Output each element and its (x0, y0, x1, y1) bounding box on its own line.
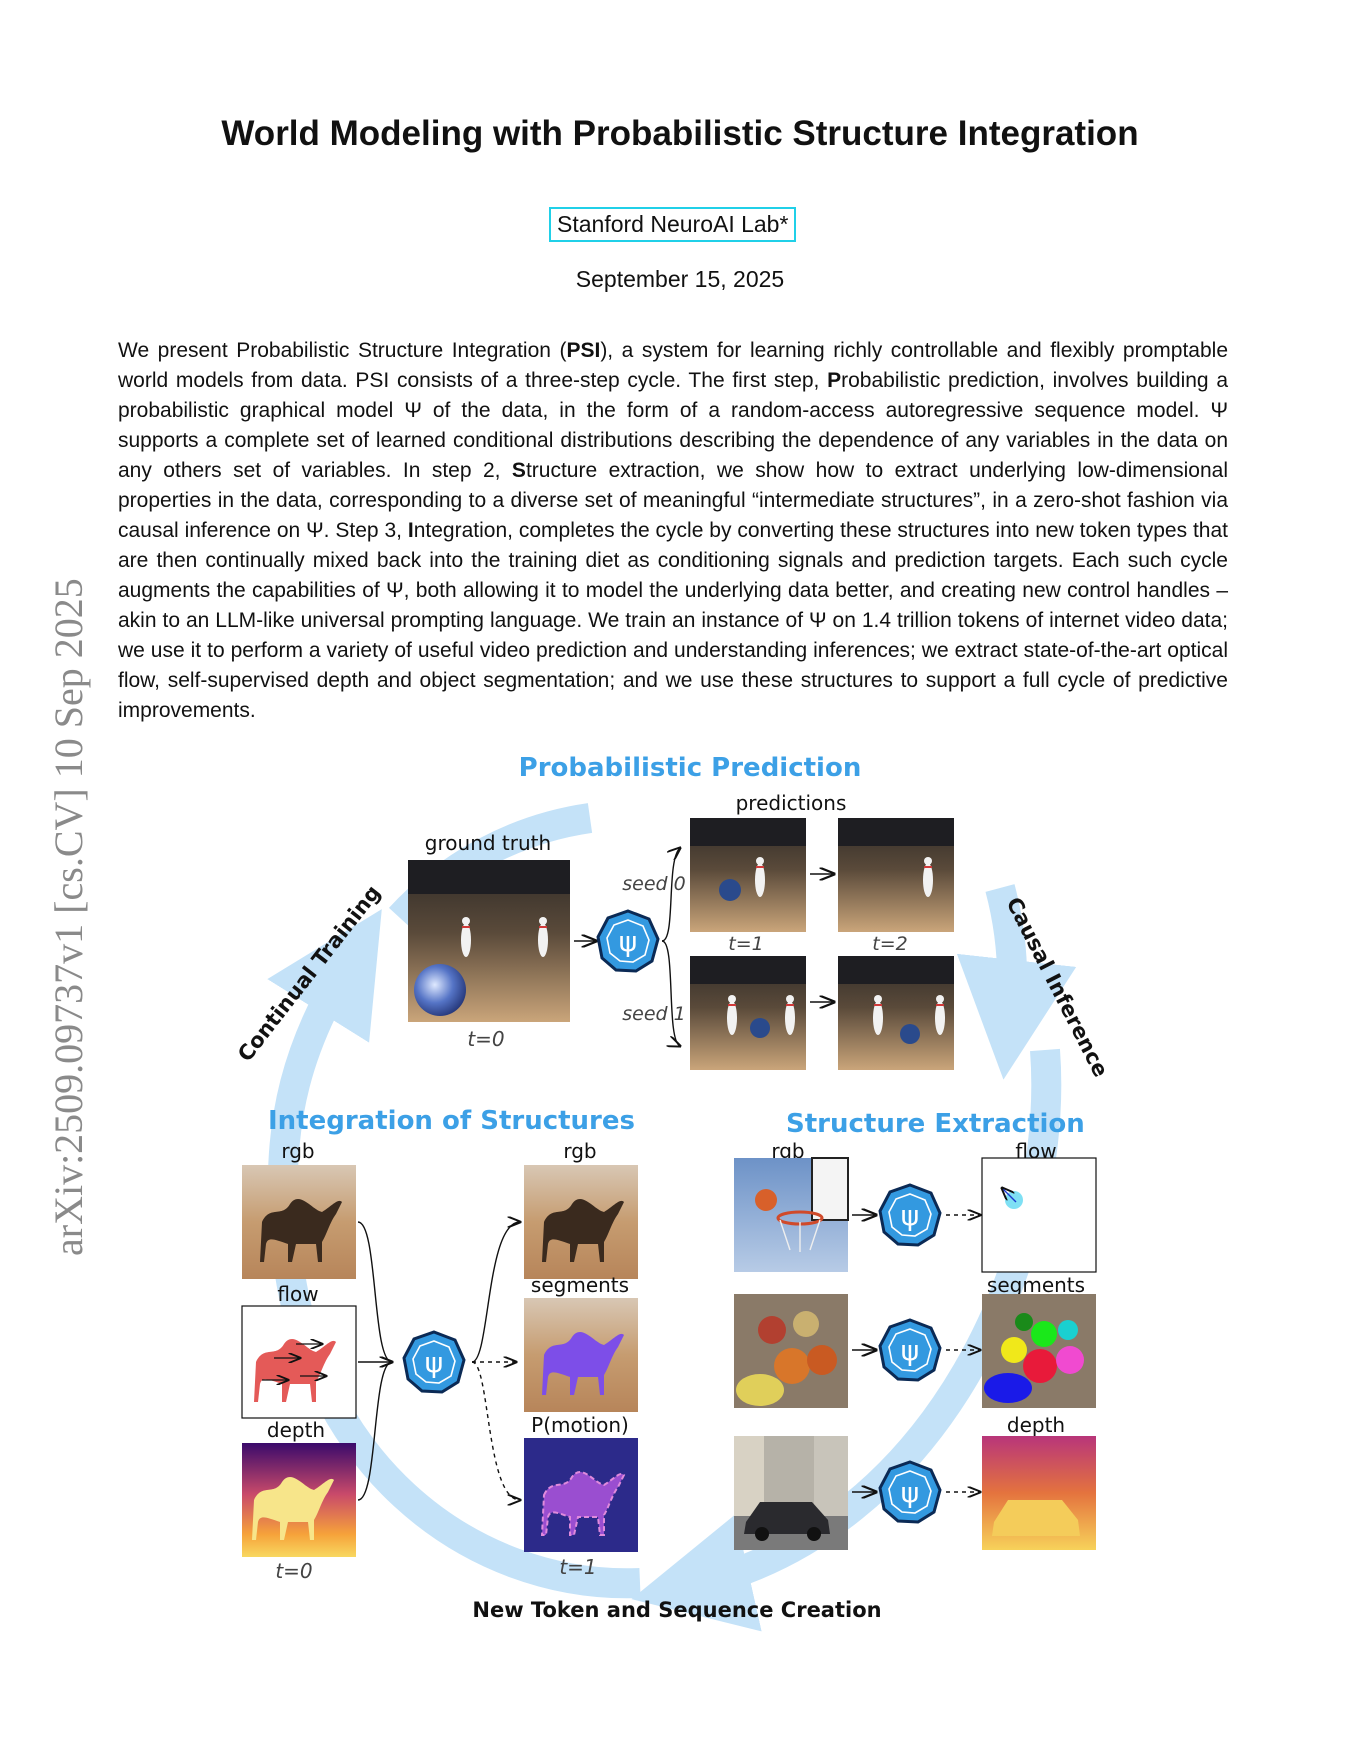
street-depth-image (982, 1436, 1096, 1550)
paper-title: World Modeling with Probabilistic Struct… (221, 114, 1139, 153)
svg-text:ψ: ψ (901, 1476, 919, 1509)
psi-model-icon: ψ (596, 909, 660, 973)
abstract-text: ), a system for learning richly controll… (118, 339, 1228, 392)
abstract-text: tructure extraction, we show how to extr… (118, 459, 1228, 542)
author-link[interactable]: Stanford NeuroAI Lab* (549, 207, 797, 242)
segments-output-label: segments (531, 1273, 629, 1297)
camel-segments-output-image (524, 1298, 638, 1412)
integration-title: Integration of Structures (268, 1106, 635, 1136)
abstract-bold: P (827, 369, 842, 392)
rgb-output-label: rgb (563, 1139, 596, 1163)
street-rgb-image (734, 1436, 848, 1550)
prediction-seed1-t1-image (690, 956, 806, 1070)
pmotion-output-label: P(motion) (531, 1413, 629, 1437)
svg-text:ψ: ψ (901, 1334, 919, 1367)
paper-date: September 15, 2025 (575, 266, 785, 292)
t2-label: t=2 (872, 933, 907, 955)
psi-model-icon: ψ (878, 1460, 942, 1524)
prediction-seed0-t2-image (838, 818, 954, 932)
fruit-segments-image (982, 1294, 1096, 1408)
integration-t1-label: t=1 (559, 1555, 596, 1579)
psi-cycle-figure: Probabilistic Prediction Causal Inferenc… (233, 753, 1113, 1632)
svg-text:ψ: ψ (425, 1346, 443, 1379)
prediction-seed1-t2-image (838, 956, 954, 1070)
extraction-segments-label: segments (987, 1273, 1085, 1297)
seed-1-label: seed 1 (622, 1003, 685, 1025)
camel-rgb-output-image (524, 1165, 638, 1279)
abstract: We present Probabilistic Structure Integ… (118, 336, 1228, 726)
integration-t0-label: t=0 (275, 1559, 312, 1583)
abstract-text: ntegration, completes the cycle by conve… (118, 519, 1228, 722)
basketball-flow-image (981, 1157, 1097, 1273)
extraction-depth-label: depth (1007, 1413, 1065, 1437)
svg-text:ψ: ψ (619, 925, 637, 958)
camel-rgb-input-image (242, 1165, 356, 1279)
predictions-label: predictions (736, 791, 847, 815)
t1-label: t=1 (728, 933, 763, 955)
depth-input-label: depth (267, 1418, 325, 1442)
svg-text:ψ: ψ (901, 1199, 919, 1232)
abstract-bold: I (407, 519, 414, 542)
abstract-text: robabilistic prediction, involves buildi… (118, 369, 1228, 482)
seed-0-label: seed 0 (622, 873, 685, 895)
abstract-bold: S (511, 459, 526, 482)
psi-model-icon: ψ (878, 1183, 942, 1247)
label-new-token-creation: New Token and Sequence Creation (472, 1598, 881, 1622)
basketball-rgb-image (734, 1157, 849, 1272)
flow-input-label: flow (277, 1282, 318, 1306)
camel-depth-input-image (242, 1443, 356, 1557)
ground-truth-label: ground truth (425, 831, 551, 855)
prediction-seed0-t1-image (690, 818, 806, 932)
abstract-bold: PSI (566, 339, 601, 362)
camel-flow-input-image (241, 1305, 357, 1419)
extraction-title: Structure Extraction (786, 1109, 1085, 1139)
t0-label: t=0 (467, 1027, 504, 1051)
fruit-rgb-image (734, 1294, 848, 1408)
camel-pmotion-output-image (524, 1438, 638, 1552)
psi-model-icon: ψ (402, 1330, 466, 1394)
rgb-input-label: rgb (281, 1139, 314, 1163)
psi-model-icon: ψ (878, 1318, 942, 1382)
abstract-text: We present Probabilistic Structure Integ… (118, 339, 567, 362)
bowling-ground-truth-image (408, 860, 570, 1022)
label-probabilistic-prediction: Probabilistic Prediction (519, 753, 862, 783)
